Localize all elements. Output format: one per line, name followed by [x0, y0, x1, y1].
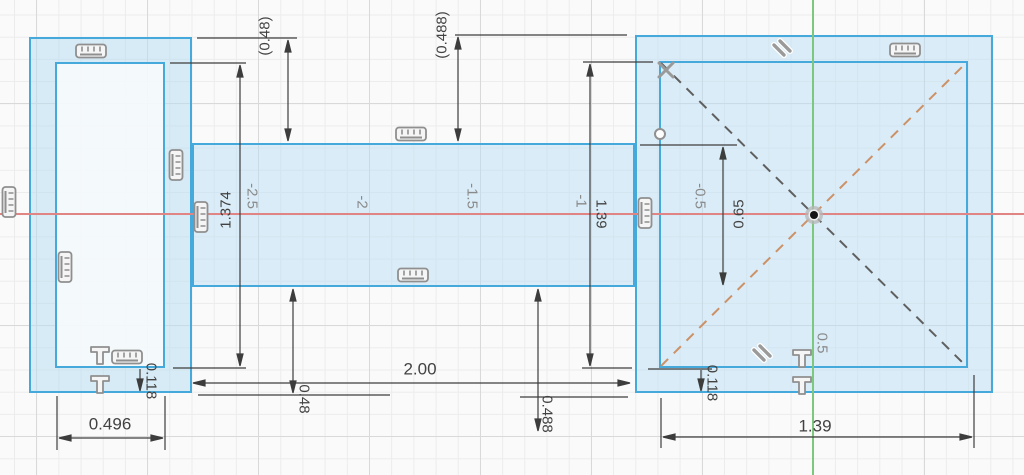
hatch-constraint-icon[interactable] [1, 186, 17, 218]
dim-065-graphics[interactable] [640, 144, 737, 286]
dim-1374-label[interactable]: 1.374 [217, 191, 235, 229]
x-grid-label: -1.5 [463, 183, 481, 209]
dim-139-bottom-label[interactable]: 1.39 [798, 416, 832, 436]
dim-139-bottom-graphics[interactable] [660, 375, 975, 448]
hatch-constraint-icon[interactable] [395, 126, 427, 142]
y-axis-line [812, 0, 814, 475]
x-grid-label: -0.5 [691, 183, 709, 209]
x-axis-line [0, 213, 1024, 215]
hatch-constraint-icon[interactable] [75, 43, 107, 59]
dim-065-label[interactable]: 0.65 [730, 199, 748, 229]
dim-048-bottom-graphics[interactable] [198, 288, 390, 396]
dim-139-vertical-label[interactable]: 1.39 [592, 199, 610, 229]
hatch-constraint-icon[interactable] [111, 349, 143, 365]
origin-point[interactable] [805, 206, 823, 224]
y-grid-label: 0.5 [813, 332, 831, 354]
corner-x-marker[interactable] [657, 61, 675, 79]
hatch-constraint-icon[interactable] [57, 251, 73, 283]
dim-0488-bottom-label[interactable]: 0.488 [538, 395, 556, 433]
x-grid-label: -2.5 [243, 183, 261, 209]
hatch-constraint-icon[interactable] [193, 201, 209, 233]
x-grid-label: -2 [353, 195, 371, 209]
perpendicular-constraint-icon[interactable] [90, 346, 110, 365]
parallel-constraint-icon[interactable] [754, 346, 770, 360]
dim-0496-graphics[interactable] [56, 396, 166, 450]
perpendicular-constraint-icon[interactable] [792, 376, 812, 395]
dim-0488-driven-graphics[interactable] [454, 34, 627, 142]
dim-0496-label[interactable]: 0.496 [88, 414, 132, 434]
dim-0118-right-label[interactable]: 0.118 [703, 364, 721, 402]
dim-0488-driven-label[interactable]: (0.488) [433, 11, 451, 59]
sketch-point-circle[interactable] [654, 128, 666, 140]
hatch-constraint-icon[interactable] [637, 197, 653, 229]
dim-0118-left-label[interactable]: 0.118 [142, 362, 160, 400]
dim-1374-graphics[interactable] [170, 62, 246, 369]
left-inner-rectangle[interactable] [55, 62, 165, 368]
x-grid-label: -1 [572, 194, 590, 208]
dim-200-graphics[interactable] [192, 379, 631, 387]
dim-0118-left-graphics[interactable] [136, 369, 144, 392]
hatch-constraint-icon[interactable] [889, 42, 921, 58]
dim-200-label[interactable]: 2.00 [403, 359, 437, 379]
perpendicular-constraint-icon[interactable] [792, 349, 812, 368]
hatch-constraint-icon[interactable] [397, 267, 429, 283]
dim-0118-right-graphics[interactable] [648, 368, 712, 392]
dim-048-driven-graphics[interactable] [197, 37, 297, 142]
parallel-constraint-icon[interactable] [774, 41, 790, 55]
perpendicular-constraint-icon[interactable] [90, 375, 110, 394]
dim-048-bottom-label[interactable]: 0.48 [295, 384, 313, 414]
dim-0488-bottom-graphics[interactable] [520, 288, 628, 432]
dim-048-driven-label[interactable]: (0.48) [256, 16, 274, 56]
middle-bar-rectangle[interactable] [192, 143, 635, 287]
dim-139-vertical-graphics[interactable] [582, 61, 653, 369]
hatch-constraint-icon[interactable] [168, 149, 184, 181]
